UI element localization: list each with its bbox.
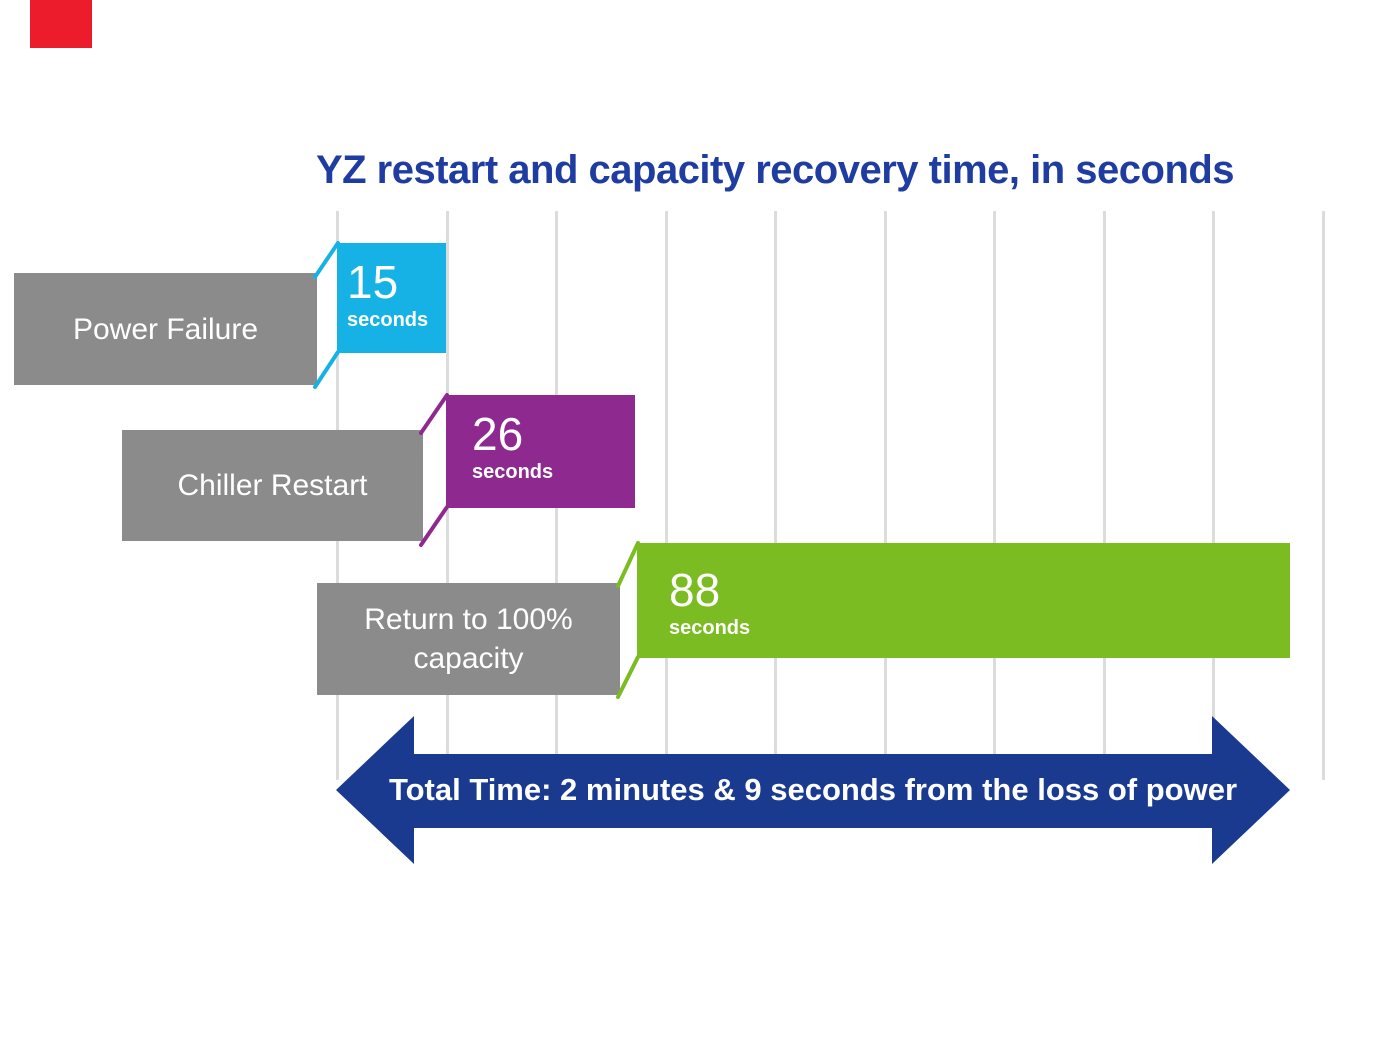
bar-value: 15 <box>347 256 399 308</box>
category-label-chiller-restart: Chiller Restart <box>122 430 423 541</box>
bar-value: 26 <box>472 408 524 460</box>
bar-unit: seconds <box>347 309 429 331</box>
category-label-return-capacity: Return to 100% capacity <box>317 583 620 695</box>
gridline <box>1103 211 1106 780</box>
red-accent-mark <box>30 0 92 48</box>
category-label-text: Chiller Restart <box>177 469 368 502</box>
bar-unit: seconds <box>472 461 554 483</box>
gridline <box>1212 211 1215 780</box>
gridline <box>993 211 996 780</box>
gridline <box>774 211 777 780</box>
category-label-power-failure: Power Failure <box>14 273 317 385</box>
category-label-text: Return to 100% capacity <box>364 603 573 675</box>
bar-return-capacity: 88 seconds <box>637 543 1290 658</box>
connector-purple <box>419 393 449 547</box>
bar-power-failure: 15 seconds <box>337 243 446 353</box>
bar-chiller-restart: 26 seconds <box>446 395 635 508</box>
connector-cyan <box>313 241 340 389</box>
category-label-text: Power Failure <box>72 312 259 346</box>
gridline <box>665 211 668 780</box>
chart-title: YZ restart and capacity recovery time, i… <box>315 148 1235 192</box>
connector-green <box>616 541 640 699</box>
gridline <box>884 211 887 780</box>
total-time-label: Total Time: 2 minutes & 9 seconds from t… <box>388 772 1238 807</box>
gridline <box>1322 211 1325 780</box>
bar-value: 88 <box>669 564 721 616</box>
bar-unit: seconds <box>669 617 751 639</box>
